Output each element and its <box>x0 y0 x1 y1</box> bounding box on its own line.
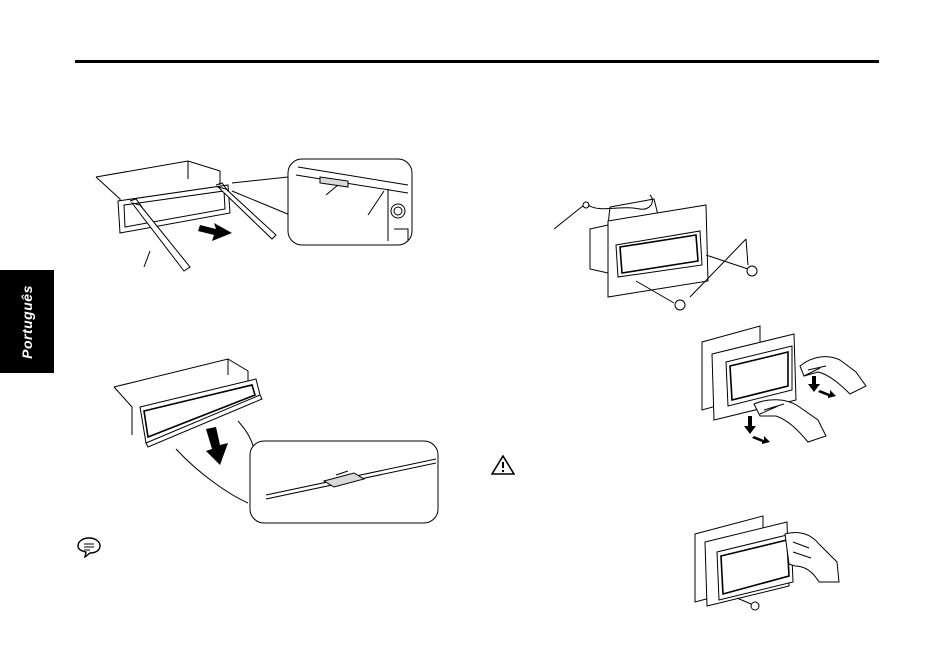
figure-install-frame <box>550 185 765 300</box>
note-icon <box>76 536 102 558</box>
language-side-tab: Português <box>0 270 54 373</box>
warning-icon <box>491 455 515 475</box>
side-tab-label: Português <box>19 285 35 359</box>
figure-release-faceplate <box>110 355 440 525</box>
figure-slide-unit-out <box>693 512 841 614</box>
header-rule <box>75 60 879 63</box>
figure-remove-frame-levers <box>92 155 414 285</box>
figure-remove-unit-keys <box>700 320 868 450</box>
